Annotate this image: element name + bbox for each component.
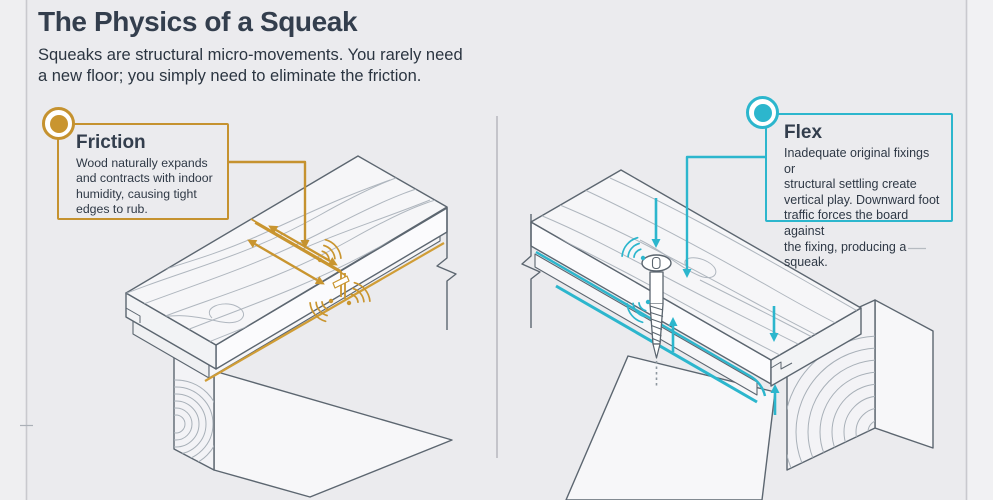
- page-title: The Physics of a Squeak: [38, 6, 358, 37]
- page-subtitle: Squeaks are structural micro-movements. …: [38, 46, 463, 85]
- friction-leader-arrow: [229, 160, 310, 249]
- flex-diagram: [521, 155, 934, 500]
- groove-profile: [125, 307, 141, 323]
- flex-leader-arrow: [682, 155, 765, 278]
- underlay-batten: [534, 253, 758, 396]
- header: The Physics of a Squeak Squeaks are stru…: [38, 6, 518, 87]
- expansion-arrows-icon: [247, 225, 338, 285]
- down-arrow-icon: [651, 198, 661, 248]
- flex-callout: Flex Inadequate original fixings or stru…: [765, 113, 953, 269]
- friction-badge-dot: [49, 114, 68, 133]
- squeak-waves-icon: [621, 236, 651, 324]
- screw-slot: [651, 256, 661, 270]
- flex-callout-title: Flex: [784, 122, 823, 143]
- tongue-profile: [770, 361, 793, 370]
- break-mark-icon: [521, 214, 541, 328]
- friction-callout: Friction Wood naturally expands and cont…: [57, 123, 229, 220]
- wood-grain: [539, 177, 861, 360]
- seam-highlight: [250, 218, 350, 299]
- tongue-detail: [332, 275, 350, 289]
- flex-badge-dot: [753, 103, 772, 122]
- gold-shadow-line: [204, 242, 445, 382]
- floor-joist: [173, 348, 453, 498]
- up-arrow-icon: [770, 384, 780, 415]
- squeak-waves-icon: [309, 238, 371, 323]
- flex-badge-icon: [746, 96, 779, 129]
- floorboard-pair: [125, 155, 457, 382]
- friction-callout-title: Friction: [76, 132, 146, 153]
- flex-callout-body: Inadequate original fixings or structura…: [784, 146, 940, 270]
- friction-badge-icon: [42, 107, 75, 140]
- friction-diagram: [125, 155, 457, 498]
- down-arrow-icon: [769, 306, 779, 342]
- friction-callout-body: Wood naturally expands and contracts wit…: [76, 156, 213, 216]
- screw-icon: [641, 254, 672, 387]
- force-arrows: [651, 155, 780, 415]
- up-arrow-icon: [668, 317, 678, 352]
- screw-threads: [649, 305, 664, 343]
- break-mark-icon: [436, 207, 457, 330]
